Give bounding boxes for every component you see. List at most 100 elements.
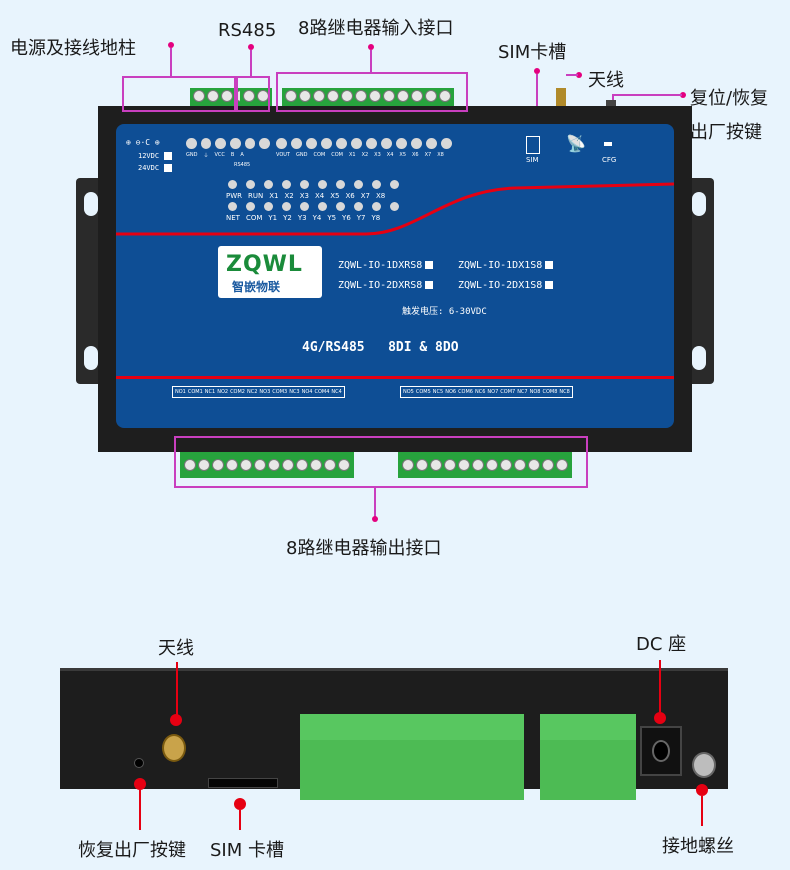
led-row-2 — [228, 202, 399, 211]
led-indicator — [336, 202, 345, 211]
led-label: PWR — [226, 192, 243, 200]
term-label: B — [230, 152, 235, 158]
relay-outputs-callout: 8路继电器输出接口 — [286, 538, 442, 559]
led-indicator — [300, 202, 309, 211]
led-indicator — [282, 180, 291, 189]
antenna-connector — [556, 88, 566, 106]
reset-hole[interactable] — [134, 758, 144, 768]
dc-dot — [654, 712, 666, 724]
reset-button[interactable] — [606, 100, 616, 106]
side-ground-callout: 接地螺丝 — [662, 836, 734, 857]
model-1: ZQWL-IO-1DXRS8 — [338, 260, 434, 271]
input-term-labels: VOUT GND COM COM X1 X2 X3 X4 X5 X6 X7 X8 — [276, 152, 444, 158]
led-label: Y1 — [268, 214, 278, 222]
power-symbols: ⊕ ⊖·C ⊕ — [126, 138, 160, 147]
voltage-24-label: 24VDC — [138, 164, 160, 172]
model-label: ZQWL-IO-2DXRS8 — [338, 280, 423, 291]
led-indicator — [228, 180, 237, 189]
brand-logo: ZQWL 智嵌物联 — [218, 246, 322, 298]
term-label: COM2 — [230, 389, 245, 395]
led-label: X8 — [376, 192, 386, 200]
term-label: NO7 — [487, 389, 499, 395]
term-label: NC6 — [474, 389, 486, 395]
led-label: X4 — [315, 192, 325, 200]
model-label: ZQWL-IO-1DX1S8 — [458, 260, 543, 271]
reset-callout-line1: 复位/恢复 — [690, 88, 769, 109]
dc-leader — [659, 660, 661, 712]
term-label: X6 — [412, 152, 419, 158]
antenna-icon: 📡 — [566, 134, 586, 153]
led-label: Y7 — [356, 214, 366, 222]
ground-leader — [701, 796, 703, 826]
led-indicator — [246, 202, 255, 211]
led-indicator — [318, 180, 327, 189]
ear-hole — [84, 346, 98, 370]
output-terminal-block-left — [180, 452, 354, 478]
side-antenna-dot — [170, 714, 182, 726]
side-terminal-block-left — [300, 714, 524, 800]
power-leader — [170, 48, 172, 76]
term-label: COM4 — [314, 389, 330, 395]
cfg-label: CFG — [602, 156, 617, 164]
voltage-12-label: 12VDC — [138, 152, 160, 160]
led-label: X7 — [360, 192, 370, 200]
antenna-leader — [566, 74, 578, 76]
term-label: NO3 — [259, 389, 271, 395]
trigger-voltage: 触发电压: 6-30VDC — [402, 307, 487, 317]
model-label: ZQWL-IO-2DX1S8 — [458, 280, 543, 291]
term-label: NC7 — [517, 389, 528, 395]
led-label: Y2 — [283, 214, 292, 222]
term-label: NC3 — [289, 389, 300, 395]
led-indicator — [390, 202, 399, 211]
input-term-screws — [276, 138, 452, 149]
led-label: Y5 — [327, 214, 337, 222]
relay-outputs-dot — [372, 516, 378, 522]
power-callout: 电源及接线地柱 — [10, 38, 136, 59]
sim-slot[interactable] — [208, 778, 278, 788]
brand-cn: 智嵌物联 — [232, 280, 281, 294]
output-terminal-block-right — [398, 452, 572, 478]
side-sim-callout: SIM 卡槽 — [210, 840, 284, 861]
led-label: NET — [226, 214, 240, 222]
model-4: ZQWL-IO-2DX1S8 — [458, 280, 554, 291]
top-view: 电源及接线地柱 RS485 8路继电器输入接口 SIM卡槽 天线 复位/恢复 出… — [10, 18, 769, 559]
power-term-labels: GND ⏚ VCC B A — [186, 152, 244, 159]
sim-callout: SIM卡槽 — [498, 42, 567, 63]
sim-leader — [536, 74, 538, 126]
led-indicator — [336, 180, 345, 189]
side-antenna-leader — [176, 662, 178, 716]
led-indicator — [372, 180, 381, 189]
term-label: X1 — [348, 152, 356, 158]
model-2: ZQWL-IO-1DX1S8 — [458, 260, 554, 271]
led-indicator — [372, 202, 381, 211]
rs485-leader — [250, 50, 252, 76]
term-label: VOUT — [276, 152, 290, 158]
term-label: COM3 — [272, 389, 288, 395]
rs485-callout-dot — [248, 44, 254, 50]
term-label: X8 — [437, 152, 444, 158]
term-label: COM1 — [187, 389, 203, 395]
ear-hole — [692, 192, 706, 216]
term-label: GND — [295, 152, 308, 158]
led-indicator — [300, 180, 309, 189]
reset-dot — [134, 778, 146, 790]
led-label: Y8 — [371, 214, 381, 222]
relay-outputs-highlight — [174, 436, 588, 488]
led-label: Y4 — [312, 214, 322, 222]
antenna-connector-icon — [162, 734, 186, 762]
relay-inputs-highlight — [276, 72, 468, 112]
cfg-button-icon — [604, 142, 612, 146]
reset-leader-side — [139, 790, 141, 830]
term-label: NC5 — [432, 389, 444, 395]
model-3: ZQWL-IO-2DXRS8 — [338, 280, 434, 291]
led-label: X6 — [345, 192, 355, 200]
sim-callout-dot — [534, 68, 540, 74]
led-label: X3 — [299, 192, 309, 200]
relay-inputs-callout: 8路继电器输入接口 — [298, 18, 454, 39]
term-label: COM7 — [500, 389, 516, 395]
led-row-1 — [228, 180, 399, 189]
sim-dot — [234, 798, 246, 810]
term-label: X3 — [374, 152, 381, 158]
term-label: COM6 — [458, 389, 473, 395]
term-label: ⏚ — [203, 153, 209, 159]
